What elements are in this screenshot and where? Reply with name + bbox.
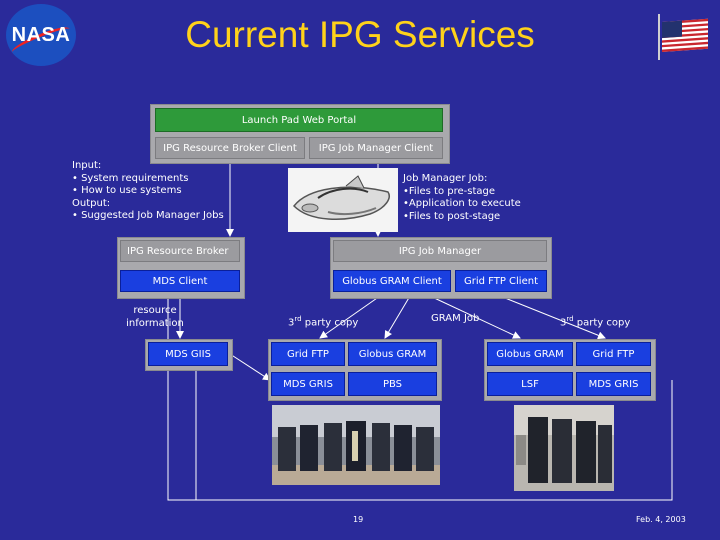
mds-giis-box[interactable]: MDS GIIS bbox=[148, 342, 228, 366]
portal-title-box[interactable]: Launch Pad Web Portal bbox=[155, 108, 443, 132]
left-mds-gris-box[interactable]: MDS GRIS bbox=[271, 372, 345, 396]
third-party-left-pre: 3 bbox=[288, 317, 295, 329]
arrow-giis-to-gris-left bbox=[229, 353, 271, 381]
broker-notes-line: Output: bbox=[72, 197, 111, 209]
broker-notes: Input: • System requirements • How to us… bbox=[72, 160, 224, 223]
slide-title: Current IPG Services bbox=[185, 14, 535, 55]
arrow-gram-job-right bbox=[429, 295, 521, 339]
ftp-client-box[interactable]: Grid FTP Client bbox=[455, 270, 547, 292]
job-notes-line: •Application to execute bbox=[403, 198, 521, 209]
broker-notes-line: • System requirements bbox=[72, 172, 189, 184]
arrow-third-party-right bbox=[499, 295, 606, 340]
job-notes-line: •Files to pre-stage bbox=[403, 185, 495, 197]
resource-info-line: resource bbox=[133, 305, 177, 316]
gram-job-label: GRAM Job bbox=[431, 313, 480, 324]
lsf-box[interactable]: LSF bbox=[487, 372, 573, 396]
job-notes-line: •Files to post-stage bbox=[403, 210, 501, 222]
broker-title-box[interactable]: IPG Resource Broker bbox=[120, 240, 240, 262]
resource-info-line: information bbox=[126, 317, 184, 329]
slide-date: Feb. 4, 2003 bbox=[636, 515, 686, 524]
arrow-third-party-left bbox=[319, 295, 381, 339]
left-globus-gram-box[interactable]: Globus GRAM bbox=[348, 342, 437, 366]
third-party-right-post: party copy bbox=[573, 317, 631, 329]
job-manager-title-box[interactable]: IPG Job Manager bbox=[333, 240, 547, 262]
nasa-logo: NASA bbox=[6, 4, 76, 66]
mds-client-box[interactable]: MDS Client bbox=[120, 270, 240, 292]
right-globus-gram-box[interactable]: Globus GRAM bbox=[487, 342, 573, 366]
third-party-copy-left-label: 3rd party copy bbox=[288, 313, 358, 330]
job-notes-line: Job Manager Job: bbox=[403, 173, 488, 184]
logo-text: NASA bbox=[11, 23, 71, 46]
broker-notes-line: • How to use systems bbox=[72, 185, 182, 196]
third-party-right-pre: 3 bbox=[560, 317, 567, 329]
third-party-left-post: party copy bbox=[301, 317, 359, 329]
broker-notes-line: • Suggested Job Manager Jobs bbox=[72, 210, 224, 221]
job-notes: Job Manager Job: •Files to pre-stage •Ap… bbox=[403, 173, 521, 223]
right-supercomputer-photo bbox=[514, 405, 614, 491]
us-flag-icon bbox=[658, 14, 708, 60]
third-party-left-sup: rd bbox=[294, 315, 302, 323]
broker-notes-line: Input: bbox=[72, 160, 102, 171]
left-grid-ftp-box[interactable]: Grid FTP bbox=[271, 342, 345, 366]
left-supercomputer-photo bbox=[272, 405, 440, 485]
right-mds-gris-box[interactable]: MDS GRIS bbox=[576, 372, 651, 396]
arrow-gram-job-left bbox=[384, 295, 411, 339]
right-grid-ftp-box[interactable]: Grid FTP bbox=[576, 342, 651, 366]
third-party-right-sup: rd bbox=[566, 315, 574, 323]
page-number: 19 bbox=[353, 515, 364, 524]
gram-client-box[interactable]: Globus GRAM Client bbox=[333, 270, 451, 292]
pbs-box[interactable]: PBS bbox=[348, 372, 437, 396]
resource-information-label: resource information bbox=[124, 305, 186, 330]
third-party-copy-right-label: 3rd party copy bbox=[560, 313, 630, 330]
job-manager-client-box[interactable]: IPG Job Manager Client bbox=[309, 137, 443, 159]
broker-client-box[interactable]: IPG Resource Broker Client bbox=[155, 137, 305, 159]
outer-loop-line bbox=[167, 254, 673, 501]
launch-vehicle-illustration bbox=[288, 168, 398, 232]
